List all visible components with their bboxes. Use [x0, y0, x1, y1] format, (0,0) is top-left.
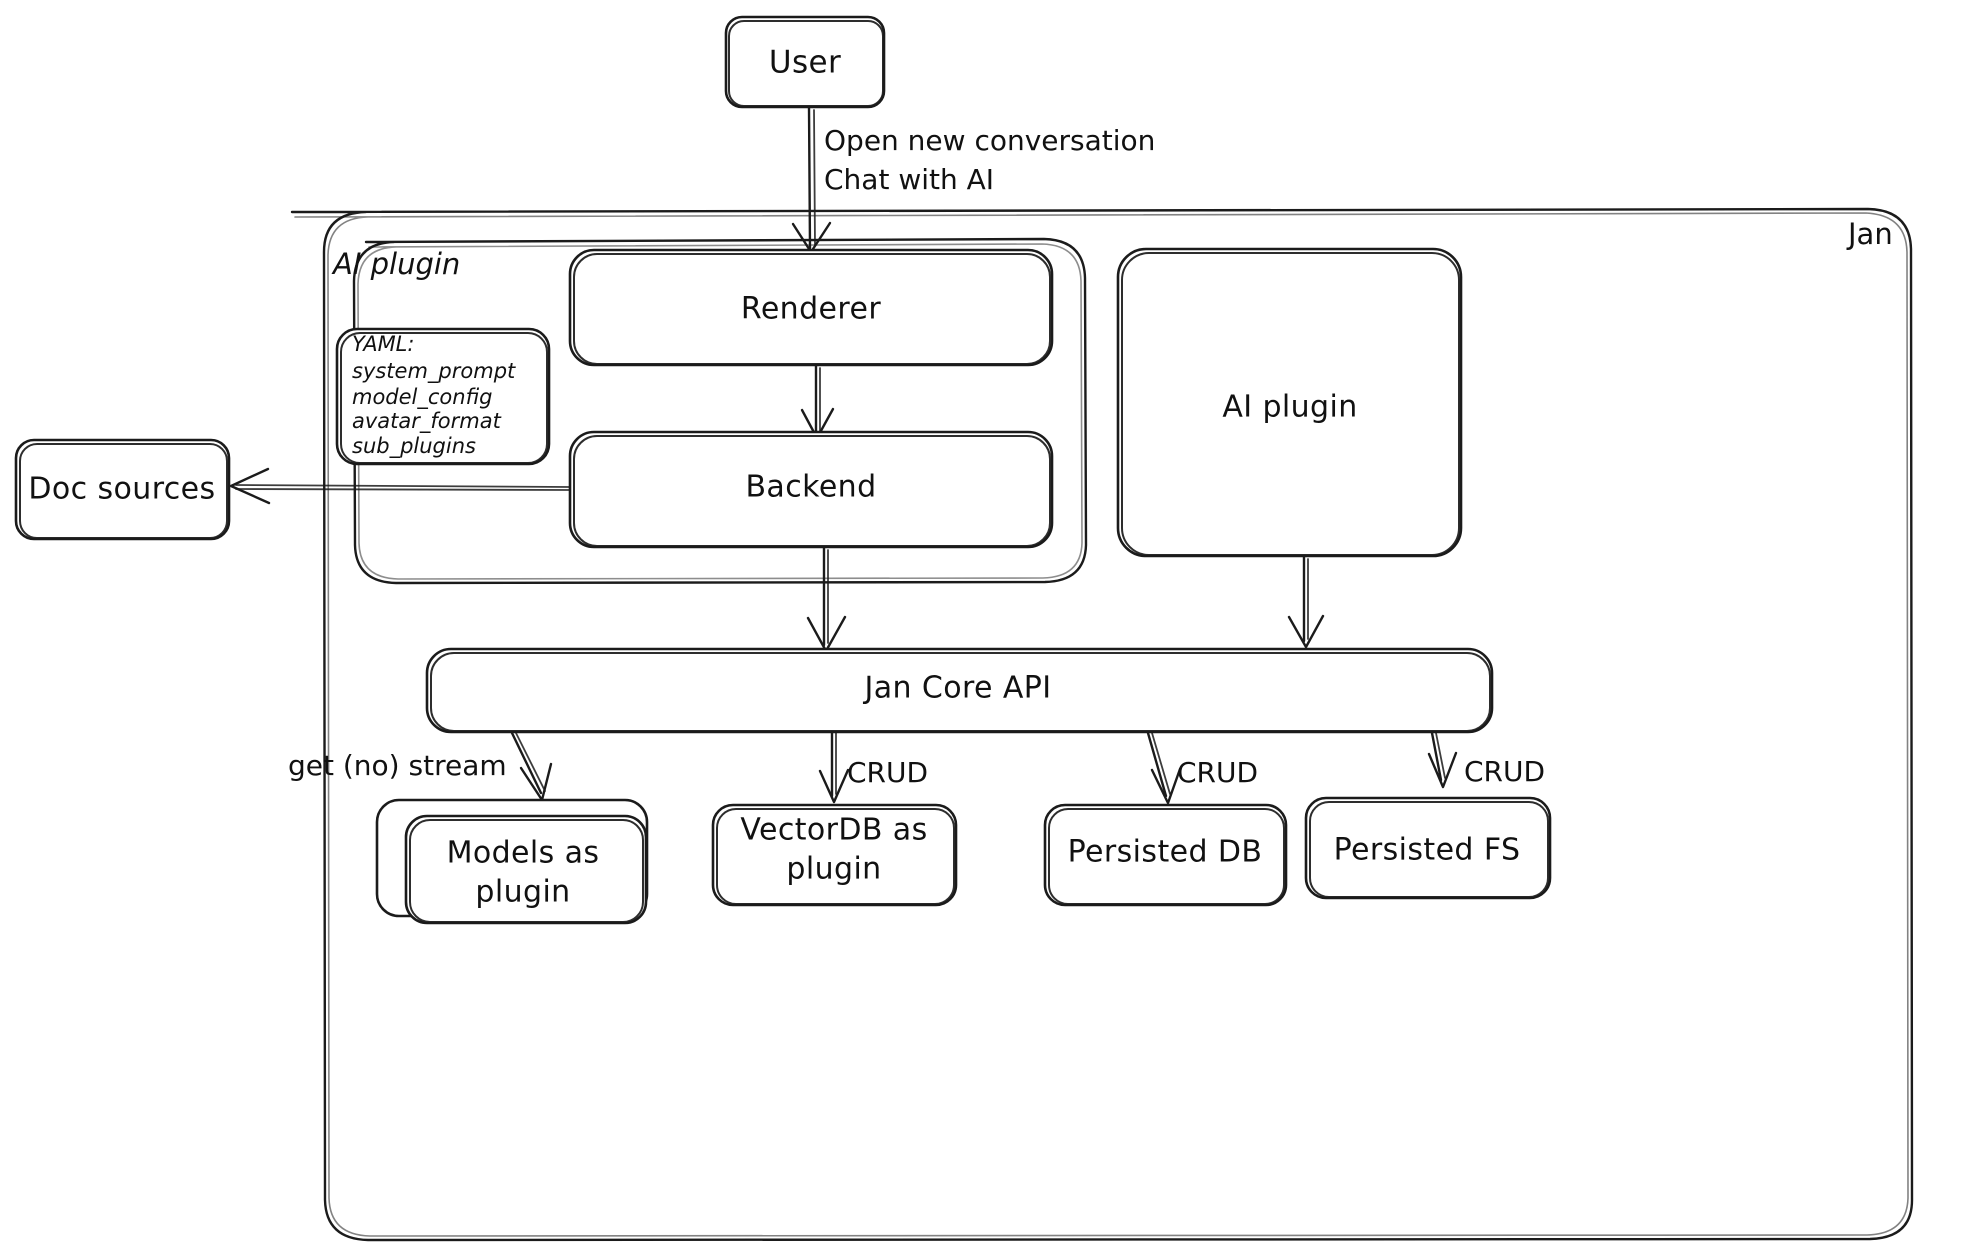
node-models-as-plugin-label-line2: plugin	[475, 875, 570, 910]
node-user[interactable]: User	[724, 15, 886, 109]
node-persisted-db[interactable]: Persisted DB	[1043, 803, 1288, 907]
yaml-item-2: avatar_format	[352, 409, 502, 434]
yaml-item-0: system_prompt	[352, 359, 516, 384]
edge-backend-to-doc-sources	[229, 467, 571, 505]
node-renderer[interactable]: Renderer	[568, 248, 1054, 367]
edge-ai-plugin-to-core	[1287, 555, 1325, 649]
node-vectordb-as-plugin[interactable]: VectorDB as plugin	[711, 803, 958, 907]
node-vectordb-as-plugin-label-line1: VectorDB as	[740, 813, 927, 848]
node-doc-sources[interactable]: Doc sources	[14, 438, 231, 541]
node-user-label: User	[769, 45, 841, 81]
edge-core-to-persisted-db: CRUD	[1146, 731, 1258, 805]
node-persisted-db-label: Persisted DB	[1068, 835, 1263, 870]
edge-core-to-persisted-db-label: CRUD	[1177, 756, 1258, 789]
node-vectordb-as-plugin-label-line2: plugin	[786, 852, 881, 887]
container-ai-plugin-group-label: AI plugin	[331, 247, 460, 281]
yaml-header: YAML:	[352, 332, 414, 356]
node-persisted-fs[interactable]: Persisted FS	[1304, 796, 1552, 900]
node-renderer-label: Renderer	[741, 292, 881, 327]
edge-backend-to-core	[806, 546, 847, 653]
yaml-note-box: YAML: system_prompt model_config avatar_…	[335, 327, 551, 466]
node-persisted-fs-label: Persisted FS	[1334, 833, 1521, 868]
node-models-as-plugin[interactable]: Models as plugin	[375, 798, 649, 925]
edge-user-to-renderer-label-line1: Open new conversation	[824, 124, 1155, 157]
container-jan: Jan	[290, 207, 1914, 1242]
edge-renderer-to-backend	[800, 364, 835, 440]
container-ai-plugin-group: AI plugin	[331, 237, 1088, 585]
node-backend[interactable]: Backend	[568, 430, 1054, 549]
edge-user-to-renderer: Open new conversation Chat with AI	[791, 105, 1155, 254]
container-jan-label: Jan	[1846, 217, 1893, 251]
edge-core-to-models-label: get (no) stream	[288, 749, 507, 782]
node-jan-core-api-label: Jan Core API	[862, 671, 1051, 706]
yaml-item-1: model_config	[352, 385, 493, 410]
node-jan-core-api[interactable]: Jan Core API	[425, 647, 1494, 734]
node-doc-sources-label: Doc sources	[28, 472, 215, 507]
edge-user-to-renderer-label-line2: Chat with AI	[824, 163, 994, 196]
yaml-item-3: sub_plugins	[352, 434, 476, 459]
node-ai-plugin-label: AI plugin	[1222, 390, 1357, 425]
node-ai-plugin[interactable]: AI plugin	[1116, 247, 1463, 558]
node-models-as-plugin-label-line1: Models as	[447, 836, 600, 871]
node-backend-label: Backend	[745, 470, 876, 505]
edge-core-to-vectordb: CRUD	[818, 731, 928, 804]
edge-core-to-models: get (no) stream	[288, 731, 553, 802]
edge-core-to-persisted-fs-label: CRUD	[1464, 755, 1545, 788]
edge-core-to-persisted-fs: CRUD	[1427, 731, 1545, 789]
edge-core-to-vectordb-label: CRUD	[847, 756, 928, 789]
